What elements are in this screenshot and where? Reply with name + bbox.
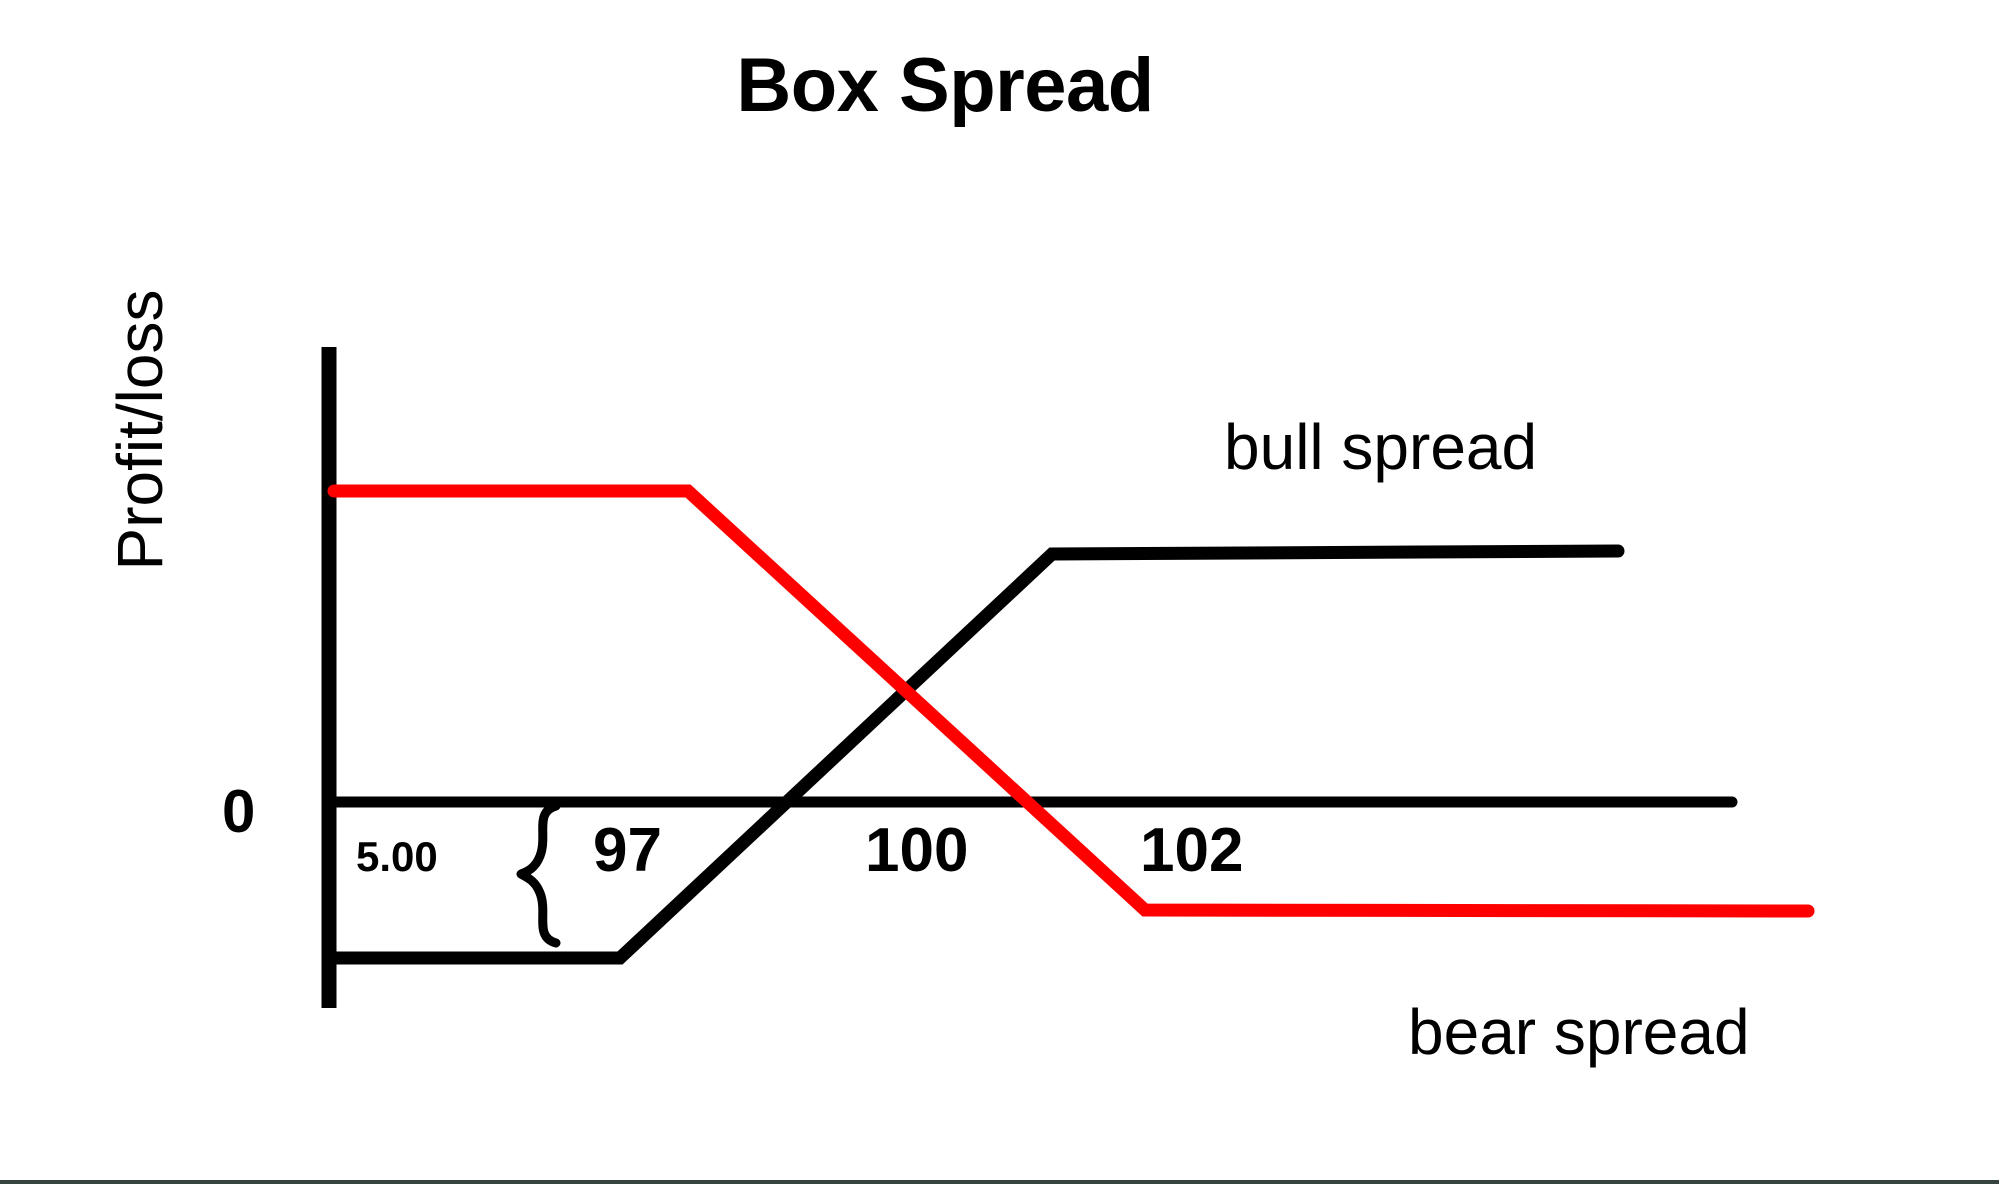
bear-spread-line (327, 484, 1815, 918)
x-axis-tick-100: 100 (865, 816, 969, 885)
legend-label-bear-spread: bear spread (1408, 996, 1750, 1068)
x-axis-tick-102: 102 (1140, 816, 1244, 885)
legend-label-bull-spread: bull spread (1224, 411, 1538, 483)
x-axis-tick-97: 97 (593, 816, 662, 885)
y-axis-label: Profit/loss (104, 289, 176, 571)
brace-icon (516, 801, 561, 948)
bull-spread-line (322, 544, 1625, 965)
page-title: Box Spread (736, 43, 1154, 128)
spread-width-annotation: 5.00 (356, 833, 438, 880)
y-axis-label-container: Profit/loss (80, 289, 200, 571)
y-axis-tick-zero: 0 (222, 778, 256, 845)
